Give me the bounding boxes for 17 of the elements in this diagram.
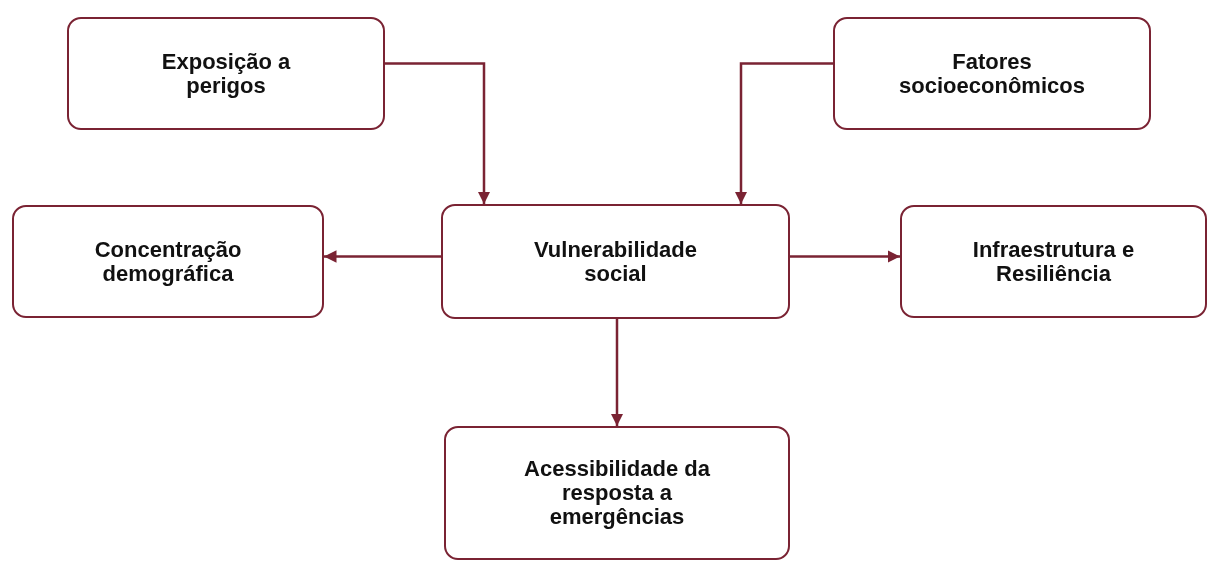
box-label: Vulnerabilidade social: [533, 237, 698, 286]
box-label: Concentração demográfica: [93, 237, 243, 286]
process-box: [67, 17, 385, 130]
box-label: Exposição a perigos: [160, 49, 292, 98]
box-label: Infraestrutura e Resiliência: [971, 237, 1136, 286]
arrow: [385, 62, 491, 204]
process-box: [441, 204, 790, 319]
arrow: [790, 250, 900, 263]
process-box: [12, 205, 324, 318]
process-box: [444, 426, 790, 560]
arrow: [734, 62, 833, 204]
process-box: [900, 205, 1207, 318]
box-label: Fatores socioeconômicos: [898, 49, 1086, 98]
process-box: [833, 17, 1151, 130]
arrow: [610, 319, 624, 426]
arrow: [324, 250, 441, 263]
box-label: Acessibilidade da resposta a emergências: [523, 457, 711, 529]
